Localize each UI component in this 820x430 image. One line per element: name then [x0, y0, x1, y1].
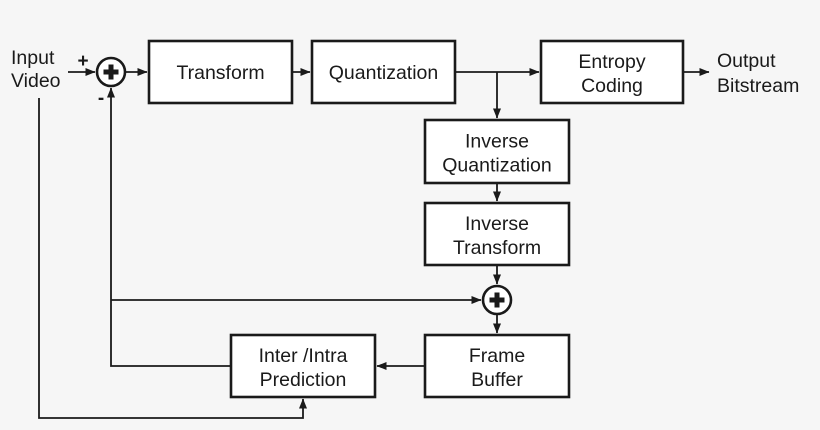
frame-buffer-box: [423, 333, 571, 399]
output-bitstream-label: Output Bitstream: [717, 50, 799, 97]
inter-intra-prediction-box: [229, 333, 377, 399]
inverse-transform-label-line1: Inverse: [465, 213, 529, 235]
inverse-transform-block: Inverse Transform: [423, 201, 571, 267]
inter-intra-prediction-label-line2: Prediction: [260, 369, 347, 391]
transform-box: [147, 39, 294, 105]
quantization-label: Quantization: [329, 62, 439, 84]
frame-buffer-label-line2: Buffer: [471, 369, 523, 391]
inverse-transform-label-line2: Transform: [453, 237, 541, 259]
adder2-plus-icon: [489, 292, 505, 308]
frame-buffer-label-line1: Frame: [469, 345, 525, 367]
wire-prediction-to-adder1-minus: [107, 87, 231, 367]
output-bitstream-label-line1: Output: [717, 50, 776, 72]
adder1-summing-junction: + -: [77, 51, 127, 109]
adder1-plus-sign-label: +: [77, 51, 88, 72]
inverse-quantization-block: Inverse Quantization: [423, 118, 571, 185]
adder1-minus-sign-label: -: [98, 88, 104, 109]
transform-label: Transform: [176, 62, 264, 84]
input-video-label-line1: Input: [11, 47, 55, 69]
entropy-coding-box: [539, 39, 685, 105]
adder2-summing-junction: [481, 284, 513, 316]
quantization-box: [310, 39, 457, 105]
input-video-label: Input Video: [11, 47, 61, 92]
input-video-label-line2: Video: [11, 70, 61, 92]
entropy-coding-label-line1: Entropy: [578, 51, 645, 73]
output-bitstream-label-line2: Bitstream: [717, 75, 799, 97]
entropy-coding-block: Entropy Coding: [539, 39, 685, 105]
inter-intra-prediction-label-line1: Inter /Intra: [259, 345, 348, 367]
frame-buffer-block: Frame Buffer: [423, 333, 571, 399]
transform-block: Transform: [147, 39, 294, 105]
inverse-transform-box: [423, 201, 571, 267]
inverse-quantization-label-line2: Quantization: [442, 155, 552, 177]
quantization-block: Quantization: [310, 39, 457, 105]
inverse-quantization-box: [423, 118, 571, 185]
adder1-plus-icon: [103, 64, 119, 80]
wire-input-feedback-to-prediction: [38, 98, 307, 419]
entropy-coding-label-line2: Coding: [581, 75, 643, 97]
inverse-quantization-label-line1: Inverse: [465, 131, 529, 153]
inter-intra-prediction-block: Inter /Intra Prediction: [229, 333, 377, 399]
